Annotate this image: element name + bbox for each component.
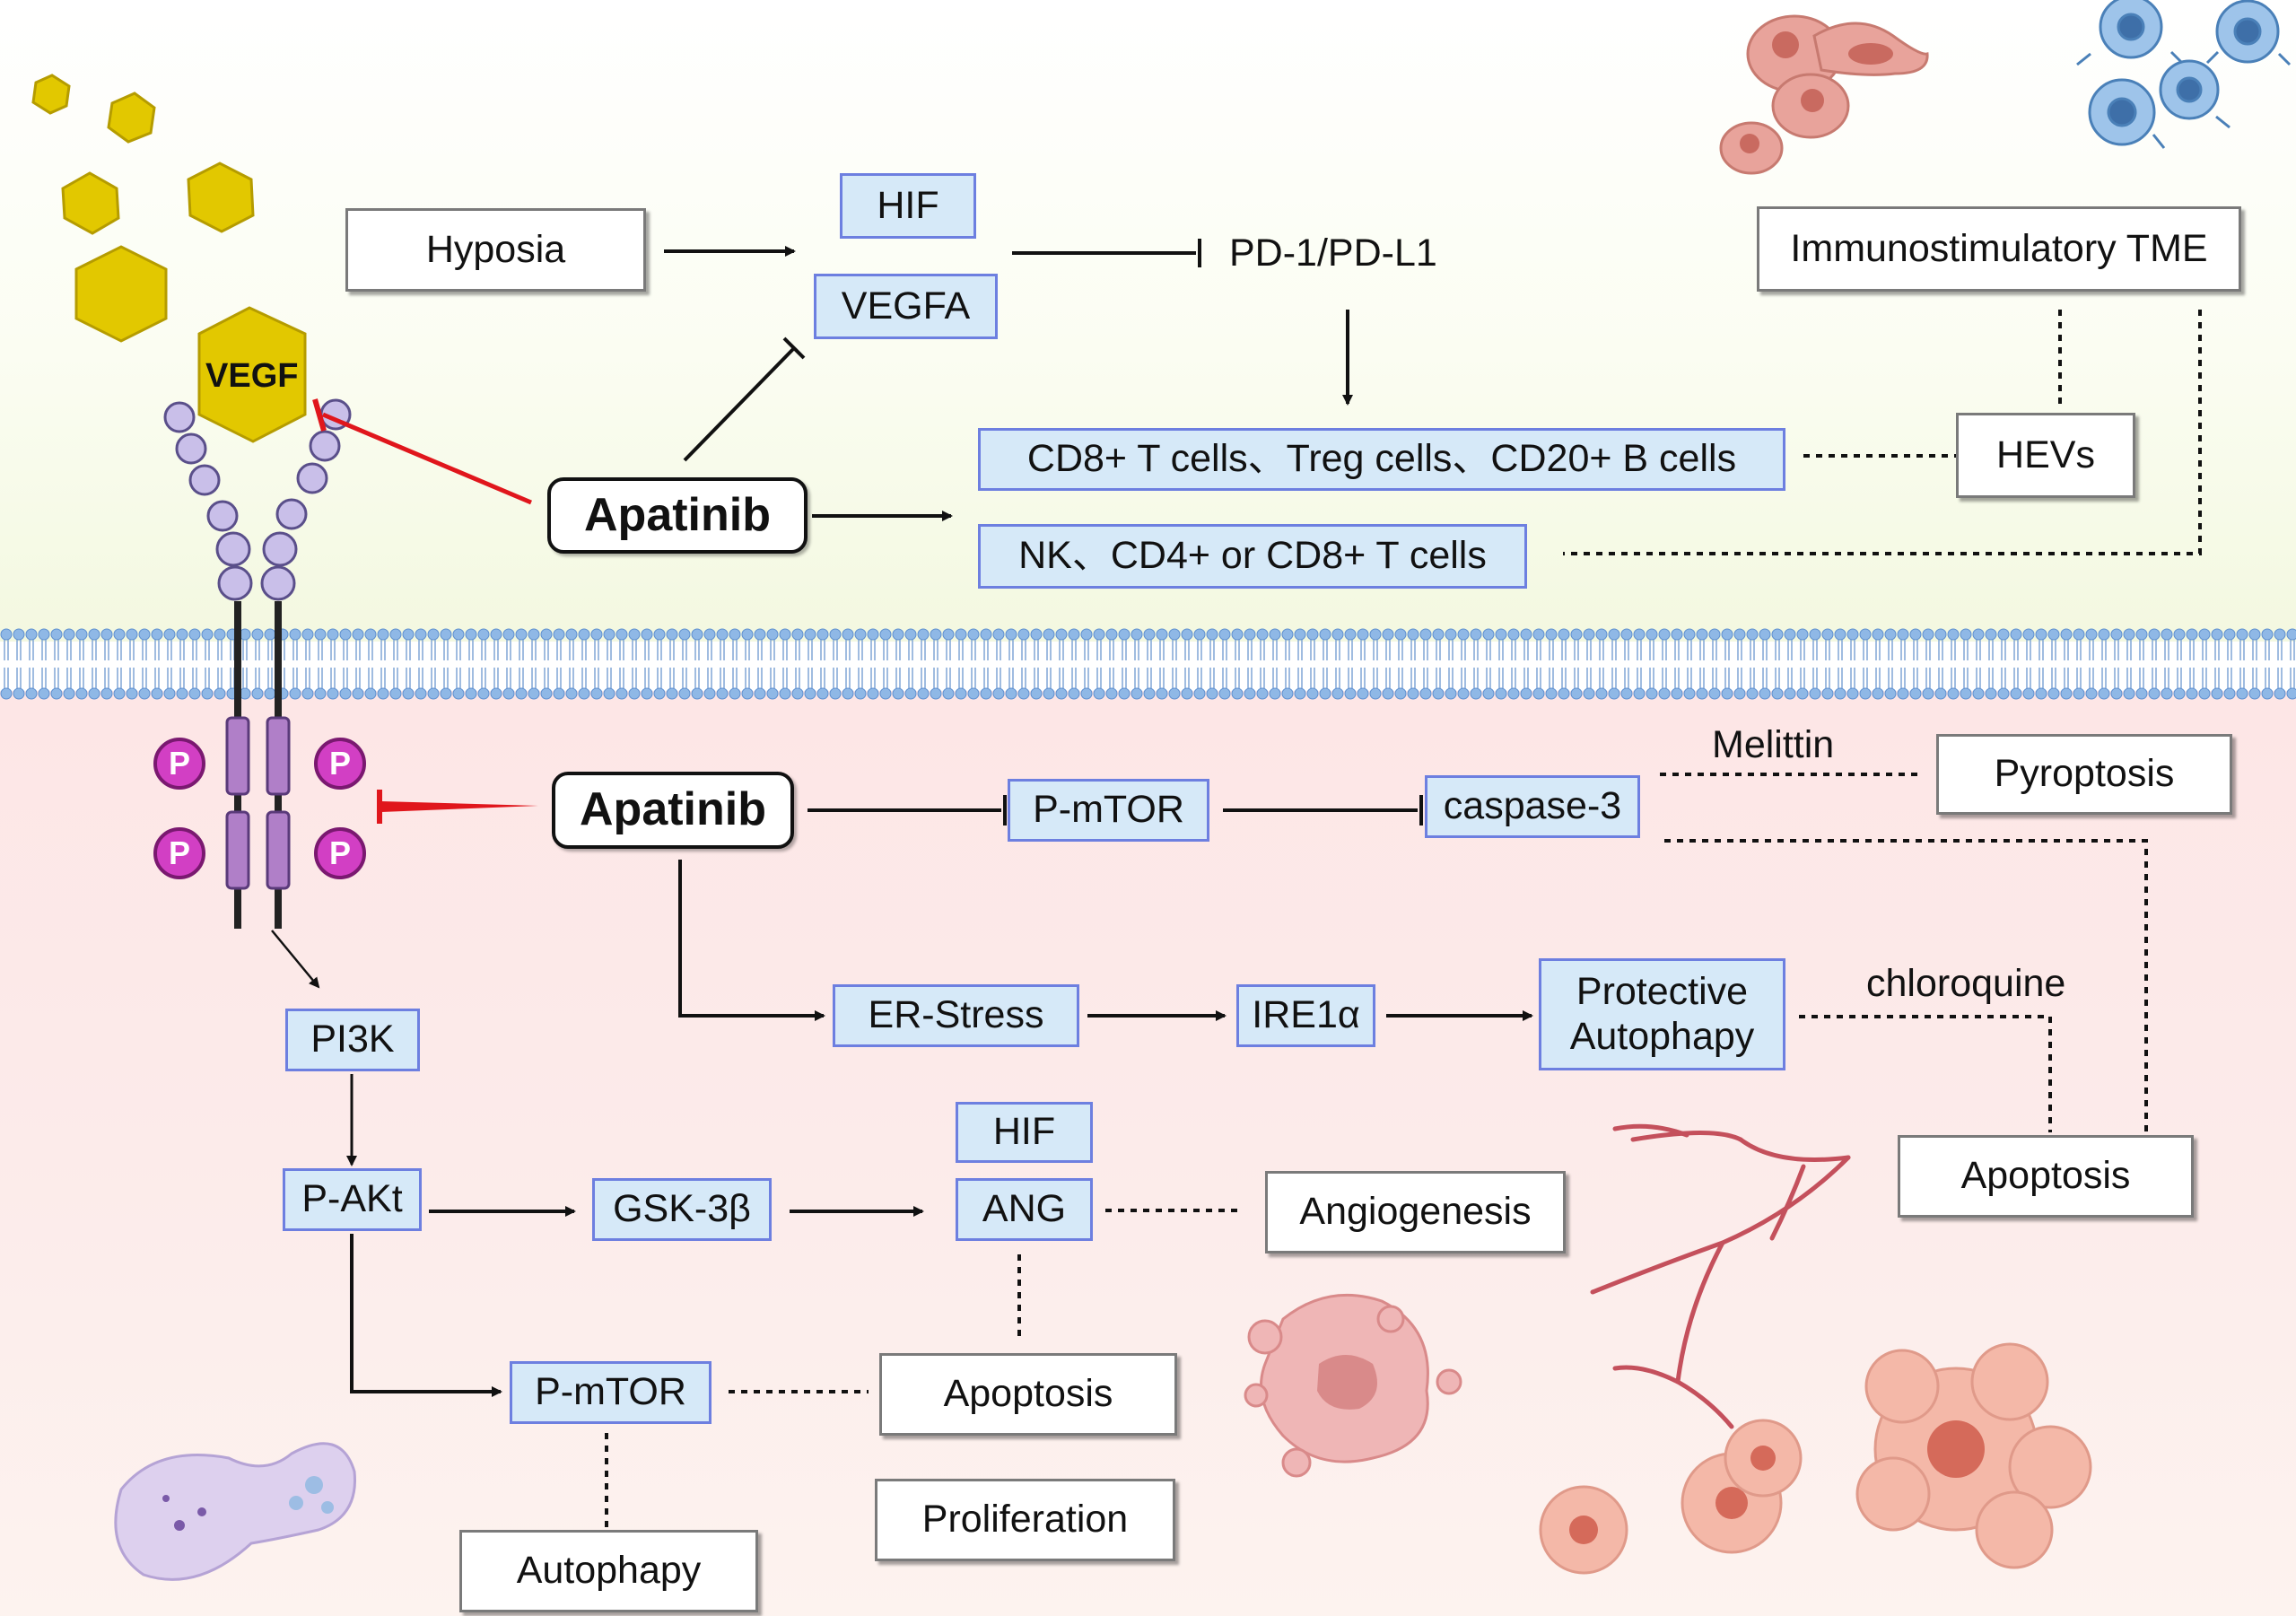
hyposia-box: Hyposia	[345, 208, 646, 292]
immunostimulatory-tme-box: Immunostimulatory TME	[1757, 206, 2241, 292]
inhibition-red	[312, 398, 538, 824]
angiogenesis-box: Angiogenesis	[1265, 1171, 1566, 1253]
p-mtor-box: P-mTOR	[1008, 779, 1209, 842]
tumor-cells-top	[1719, 14, 1929, 175]
vegfa-box: VEGFA	[814, 274, 998, 339]
melittin-label: Melittin	[1712, 723, 1835, 766]
phosphate-icon: P	[314, 827, 366, 879]
p-mtor-2-box: P-mTOR	[510, 1361, 711, 1424]
apoptosis-right-box: Apoptosis	[1898, 1135, 2194, 1218]
ire1a-box: IRE1α	[1236, 984, 1375, 1047]
immune-cells-row1-box: CD8+ T cells、Treg cells、CD20+ B cells	[978, 428, 1785, 491]
connectors	[271, 239, 1533, 1397]
phosphate-icon: P	[314, 738, 366, 790]
vegf-label: VEGF	[205, 357, 299, 395]
apatinib-bottom-box: Apatinib	[552, 772, 794, 849]
ang-box: ANG	[956, 1178, 1093, 1241]
apoptotic-cell	[1244, 1293, 1462, 1478]
mitochondria-cell	[114, 1442, 356, 1581]
proliferation-box: Proliferation	[875, 1479, 1175, 1561]
protective-autophagy-box: Protective Autophapy	[1539, 958, 1785, 1070]
tumor-cells-bottom	[1539, 1342, 2092, 1575]
hif-bottom-box: HIF	[956, 1102, 1093, 1163]
pyroptosis-box: Pyroptosis	[1936, 734, 2232, 815]
apatinib-top-box: Apatinib	[547, 477, 808, 554]
caspase-3-box: caspase-3	[1425, 775, 1640, 838]
gsk-3b-box: GSK-3β	[592, 1178, 772, 1241]
p-akt-box: P-AKt	[283, 1168, 422, 1231]
cell-membrane	[0, 628, 2296, 700]
hif-box: HIF	[840, 173, 976, 239]
pd1-pdl1-label: PD-1/PD-L1	[1229, 231, 1437, 275]
phosphate-icon: P	[153, 738, 205, 790]
chloroquine-label: chloroquine	[1866, 962, 2066, 1005]
phosphate-icon: P	[153, 827, 205, 879]
vegf-receptor	[163, 398, 352, 929]
dotted-connectors	[605, 310, 2202, 1533]
immune-cells-row2-box: NK、CD4+ or CD8+ T cells	[978, 524, 1527, 589]
apoptosis-mid-box: Apoptosis	[879, 1353, 1177, 1436]
immune-cells-top	[2076, 0, 2292, 149]
vegf-molecules	[31, 74, 307, 443]
hevs-box: HEVs	[1956, 413, 2135, 498]
autophagy-box: Autophapy	[459, 1530, 758, 1612]
blood-vessels	[1590, 1123, 1851, 1429]
pi3k-box: PI3K	[285, 1009, 420, 1071]
er-stress-box: ER-Stress	[833, 984, 1079, 1047]
